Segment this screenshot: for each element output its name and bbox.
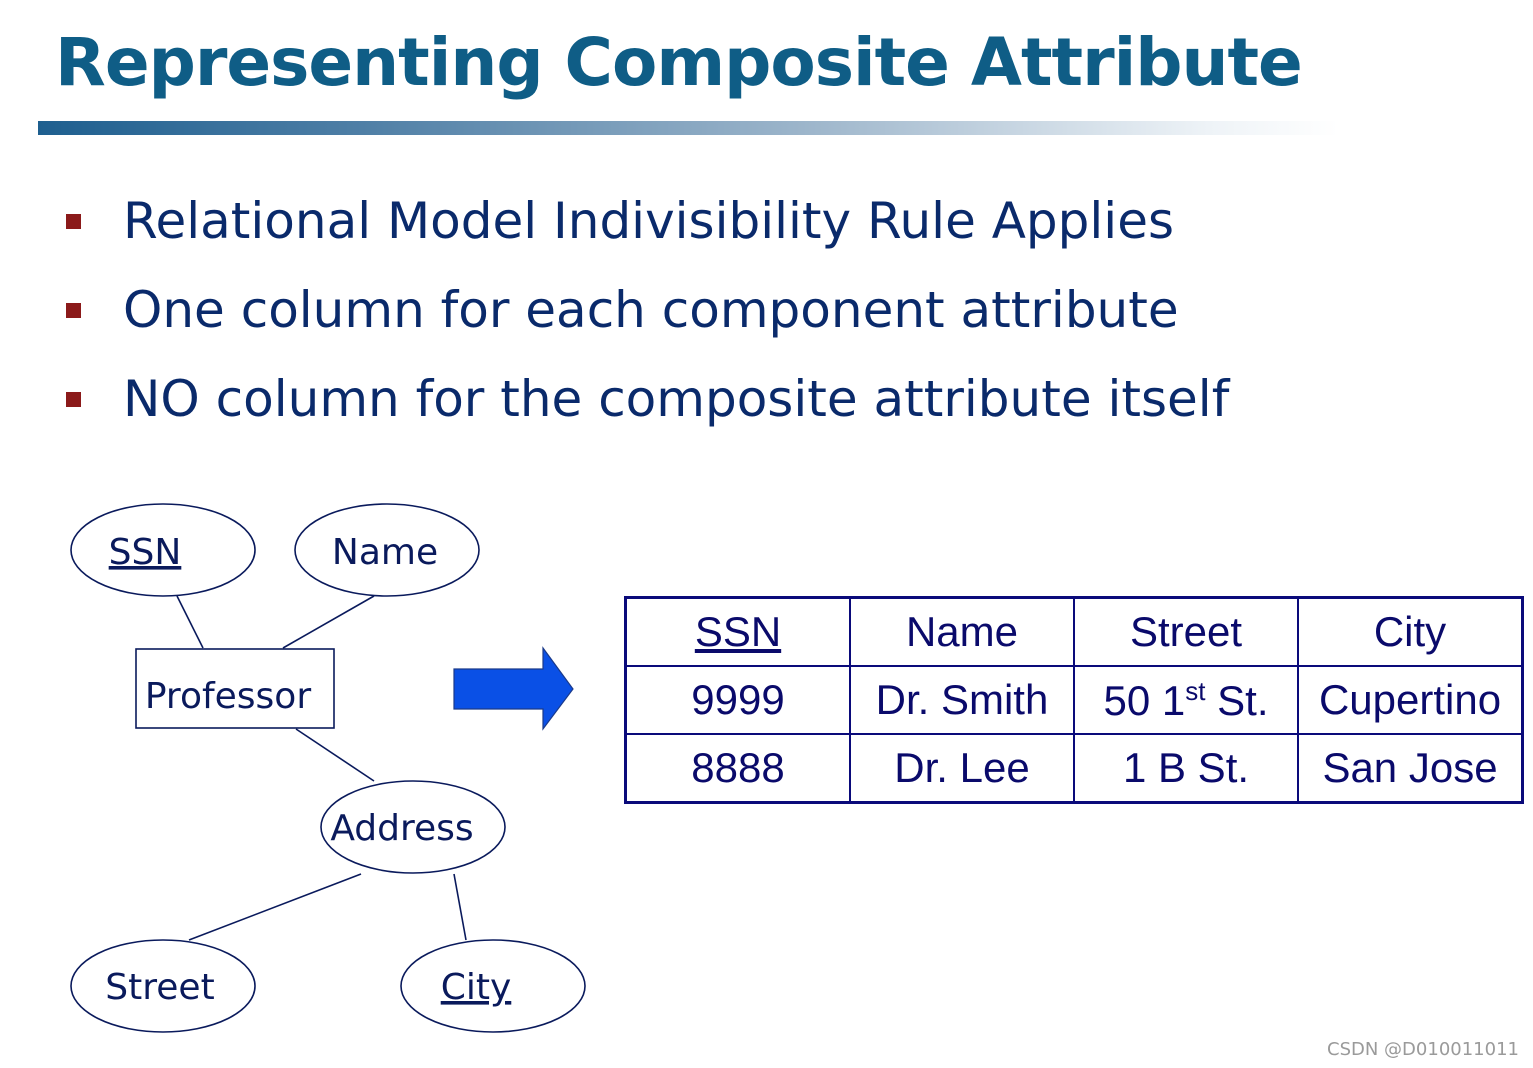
connector-professor-address xyxy=(295,728,375,782)
street-number: 50 1 xyxy=(1103,676,1186,724)
relation-table: SSN Name Street City 9999 Dr. Smith 50 1… xyxy=(624,596,1524,804)
attribute-ssn-label: SSN xyxy=(109,532,182,573)
connector-address-street xyxy=(188,873,362,941)
cell-street: 1 B St. xyxy=(1073,733,1299,804)
column-header-city: City xyxy=(1297,596,1524,667)
square-bullet-icon xyxy=(66,391,81,407)
slide-title: Representing Composite Attribute xyxy=(55,24,1303,101)
column-header-name: Name xyxy=(849,596,1075,667)
attribute-address-label: Address xyxy=(330,808,473,849)
bullet-item: One column for each component attribute xyxy=(66,275,1179,345)
table-row: 9999 Dr. Smith 50 1st St. Cupertino xyxy=(624,665,1524,735)
right-arrow-icon xyxy=(453,646,574,731)
attribute-name-label: Name xyxy=(332,532,438,573)
attribute-address-ellipse xyxy=(320,780,506,874)
ordinal-suffix: st xyxy=(1185,675,1206,706)
cell-street: 50 1st St. xyxy=(1073,665,1299,735)
bullet-text: Relational Model Indivisibility Rule App… xyxy=(123,192,1175,250)
column-header-ssn: SSN xyxy=(624,596,851,667)
cell-ssn: 9999 xyxy=(624,665,851,735)
attribute-ssn-ellipse xyxy=(70,503,256,597)
column-header-street: Street xyxy=(1073,596,1299,667)
bullet-item: NO column for the composite attribute it… xyxy=(66,364,1229,434)
entity-professor-label: Professor xyxy=(145,676,311,717)
square-bullet-icon xyxy=(66,302,81,318)
bullet-text: NO column for the composite attribute it… xyxy=(123,370,1230,428)
square-bullet-icon xyxy=(66,213,81,229)
cell-name: Dr. Lee xyxy=(849,733,1075,804)
connector-address-city xyxy=(453,873,467,941)
attribute-name-ellipse xyxy=(294,503,480,597)
attribute-city-ellipse xyxy=(400,939,586,1033)
attribute-street-ellipse xyxy=(70,939,256,1033)
connector-name-professor xyxy=(282,595,375,649)
bullet-text: One column for each component attribute xyxy=(123,281,1179,339)
cell-ssn: 8888 xyxy=(624,733,851,804)
cell-name: Dr. Smith xyxy=(849,665,1075,735)
cell-city: Cupertino xyxy=(1297,665,1524,735)
cell-city: San Jose xyxy=(1297,733,1524,804)
street-suffix: St. xyxy=(1205,676,1269,724)
table-row: 8888 Dr. Lee 1 B St. San Jose xyxy=(624,733,1524,804)
attribute-city-label: City xyxy=(441,967,512,1008)
bullet-item: Relational Model Indivisibility Rule App… xyxy=(66,186,1174,256)
attribute-street-label: Street xyxy=(105,967,214,1008)
connector-ssn-professor xyxy=(176,595,204,649)
title-underline xyxy=(38,121,1338,135)
entity-professor-box xyxy=(135,648,335,729)
table-header-row: SSN Name Street City xyxy=(624,596,1524,667)
watermark: CSDN @D010011011 xyxy=(1327,1039,1519,1060)
